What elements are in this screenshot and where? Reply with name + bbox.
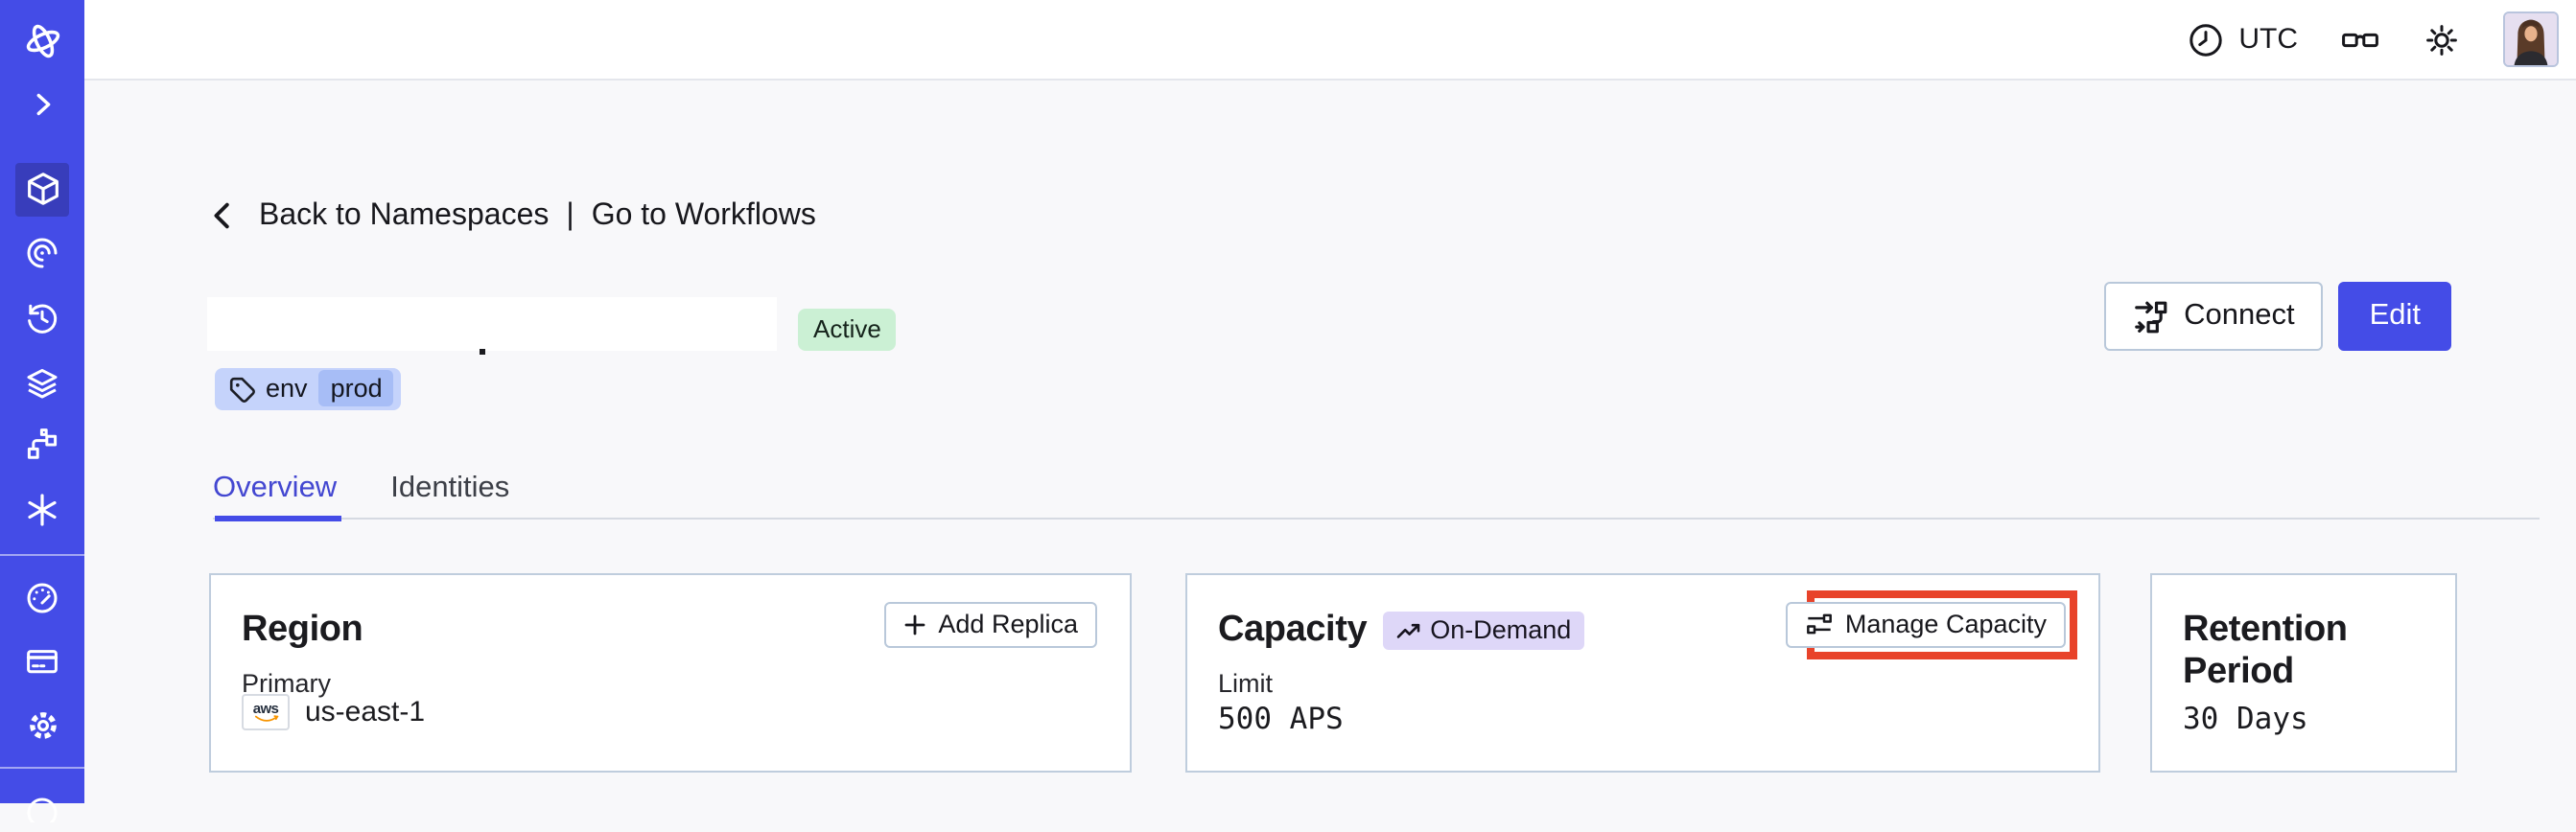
add-replica-label: Add Replica bbox=[938, 610, 1078, 639]
active-tab-underline bbox=[215, 515, 341, 520]
gear-icon bbox=[24, 707, 60, 744]
glasses-icon bbox=[2340, 20, 2380, 58]
plus-icon bbox=[903, 613, 926, 636]
app-root: UTC bbox=[0, 0, 2576, 803]
retention-card-title: Retention Period bbox=[2183, 610, 2348, 692]
title-text-artifact bbox=[480, 349, 485, 355]
tag-key: env bbox=[266, 374, 308, 403]
sidebar-expand-button[interactable] bbox=[15, 77, 69, 130]
sidebar-divider bbox=[0, 767, 84, 769]
capacity-limit-value: 500 APS bbox=[1218, 702, 1344, 736]
status-badge: Active bbox=[798, 308, 897, 350]
sidebar-item-batch-operations[interactable] bbox=[15, 418, 69, 472]
tab-bar: Overview Identities bbox=[213, 472, 509, 523]
sidebar-item-nexus[interactable] bbox=[15, 483, 69, 537]
on-demand-badge: On-Demand bbox=[1382, 611, 1585, 651]
sidebar-item-deployments[interactable] bbox=[15, 356, 69, 409]
retention-card: Retention Period 30 Days bbox=[2149, 573, 2456, 772]
batch-operations-icon bbox=[25, 428, 59, 462]
sidebar-item-billing[interactable] bbox=[15, 635, 69, 688]
aws-logo-icon: aws bbox=[242, 694, 290, 729]
asterisk-icon bbox=[25, 493, 59, 527]
sun-icon bbox=[2423, 20, 2461, 58]
breadcrumb-separator: | bbox=[566, 198, 574, 231]
clock-icon bbox=[2187, 20, 2225, 58]
capacity-limit-label: Limit bbox=[1218, 669, 1274, 698]
capacity-card: Capacity On-Demand bbox=[1184, 573, 2099, 772]
sidebar-item-settings[interactable] bbox=[15, 699, 69, 752]
tabs-rule bbox=[213, 518, 2540, 520]
connect-flow-icon bbox=[2132, 298, 2168, 335]
sidebar-divider bbox=[0, 553, 84, 555]
sidebar-item-workflows[interactable] bbox=[15, 226, 69, 280]
back-chevron-icon[interactable] bbox=[205, 197, 242, 234]
trending-up-icon bbox=[1395, 619, 1420, 642]
gauge-icon bbox=[25, 581, 59, 615]
breadcrumb: Back to Namespaces | Go to Workflows bbox=[205, 197, 816, 234]
reader-mode-button[interactable] bbox=[2340, 20, 2380, 58]
top-bar: UTC bbox=[84, 0, 2576, 81]
namespaces-cube-icon bbox=[24, 171, 60, 207]
sidebar-item-usage[interactable] bbox=[15, 571, 69, 625]
retention-value: 30 Days bbox=[2183, 702, 2308, 736]
sidebar-item-home[interactable] bbox=[15, 14, 69, 68]
connect-button[interactable]: Connect bbox=[2103, 282, 2324, 351]
sidebar-item-namespaces[interactable] bbox=[15, 162, 69, 216]
region-name: us-east-1 bbox=[305, 695, 426, 728]
main-content: Back to Namespaces | Go to Workflows Act… bbox=[84, 81, 2576, 803]
namespace-title-redacted bbox=[206, 297, 776, 350]
add-replica-button[interactable]: Add Replica bbox=[884, 602, 1097, 647]
schedules-clock-icon bbox=[25, 301, 59, 335]
edit-button[interactable]: Edit bbox=[2338, 282, 2451, 351]
theme-toggle-button[interactable] bbox=[2423, 20, 2461, 58]
user-avatar[interactable] bbox=[2503, 12, 2559, 67]
header-actions: Connect Edit bbox=[2103, 282, 2451, 351]
workflows-spiral-icon bbox=[25, 236, 59, 270]
tag-icon bbox=[227, 375, 254, 402]
tab-overview[interactable]: Overview bbox=[213, 472, 338, 504]
region-card-title: Region bbox=[242, 610, 363, 650]
sidebar-item-support[interactable] bbox=[15, 778, 69, 832]
tab-identities[interactable]: Identities bbox=[390, 472, 510, 504]
sidebar-nav bbox=[0, 0, 84, 822]
edit-label: Edit bbox=[2369, 299, 2421, 332]
region-value-row: aws us-east-1 bbox=[242, 694, 425, 729]
capacity-card-title: Capacity bbox=[1218, 610, 1368, 650]
timezone-label: UTC bbox=[2238, 23, 2298, 56]
tag-value-chip: prod bbox=[318, 370, 394, 406]
breadcrumb-workflows-link[interactable]: Go to Workflows bbox=[591, 198, 816, 231]
support-circle-icon bbox=[25, 788, 59, 822]
manage-capacity-button[interactable]: Manage Capacity bbox=[1785, 602, 2066, 647]
sidebar-item-schedules[interactable] bbox=[15, 291, 69, 345]
region-primary-label: Primary bbox=[242, 669, 331, 698]
connect-label: Connect bbox=[2184, 299, 2295, 332]
region-card: Region Add Replica Primary aws bbox=[208, 573, 1131, 772]
chevron-right-icon bbox=[26, 87, 59, 120]
manage-capacity-label: Manage Capacity bbox=[1844, 610, 2047, 639]
sliders-icon bbox=[1805, 611, 1834, 639]
breadcrumb-back-link[interactable]: Back to Namespaces bbox=[259, 198, 550, 231]
credit-card-icon bbox=[25, 644, 59, 679]
temporal-logo-icon bbox=[20, 19, 64, 63]
timezone-selector[interactable]: UTC bbox=[2187, 20, 2298, 58]
layers-icon bbox=[25, 365, 59, 400]
on-demand-label: On-Demand bbox=[1430, 614, 1572, 644]
namespace-tag: env prod bbox=[214, 367, 402, 409]
